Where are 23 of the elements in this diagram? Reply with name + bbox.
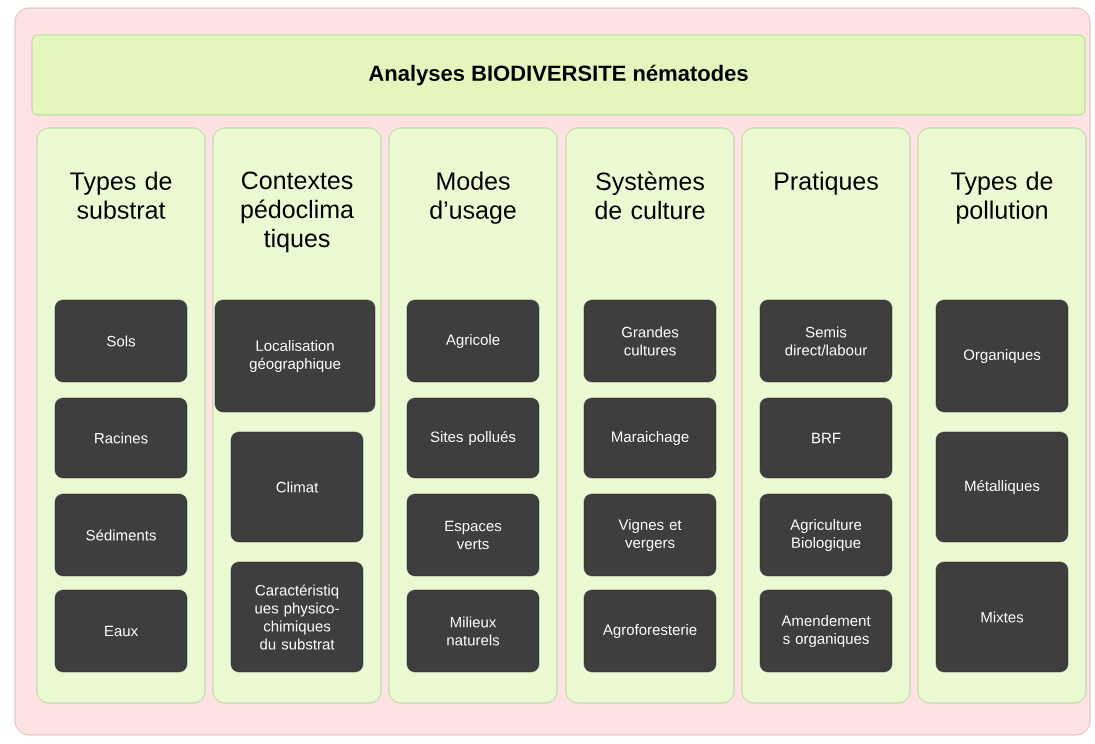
category-box: Racines bbox=[54, 397, 188, 479]
category-box: Espaces verts bbox=[406, 493, 540, 577]
category-box: Métalliques bbox=[935, 431, 1069, 543]
category-box: Sols bbox=[54, 299, 188, 383]
category-box: Agriculture Biologique bbox=[759, 493, 893, 577]
category-box: Semis direct/labour bbox=[759, 299, 893, 383]
category-box: Maraichage bbox=[583, 397, 717, 479]
category-box: Eaux bbox=[54, 589, 188, 673]
category-box: BRF bbox=[759, 397, 893, 479]
category-box: Agricole bbox=[406, 299, 540, 383]
category-box: Climat bbox=[230, 431, 364, 543]
category-box: Sédiments bbox=[54, 493, 188, 577]
category-box: Localisation géographique bbox=[214, 299, 376, 413]
title-banner: Analyses BIODIVERSITE nématodes bbox=[31, 34, 1086, 116]
category-box: Vignes et vergers bbox=[583, 493, 717, 577]
category-box: Milieux naturels bbox=[406, 589, 540, 673]
category-box: Amendement s organiques bbox=[759, 589, 893, 673]
category-box: Grandes cultures bbox=[583, 299, 717, 383]
category-box: Caractéristiq ues physico-chimiques du substrat bbox=[230, 561, 364, 673]
category-box: Mixtes bbox=[935, 561, 1069, 673]
category-box: Organiques bbox=[935, 299, 1069, 413]
category-box: Agroforesterie bbox=[583, 589, 717, 673]
category-box: Sites pollués bbox=[406, 397, 540, 479]
